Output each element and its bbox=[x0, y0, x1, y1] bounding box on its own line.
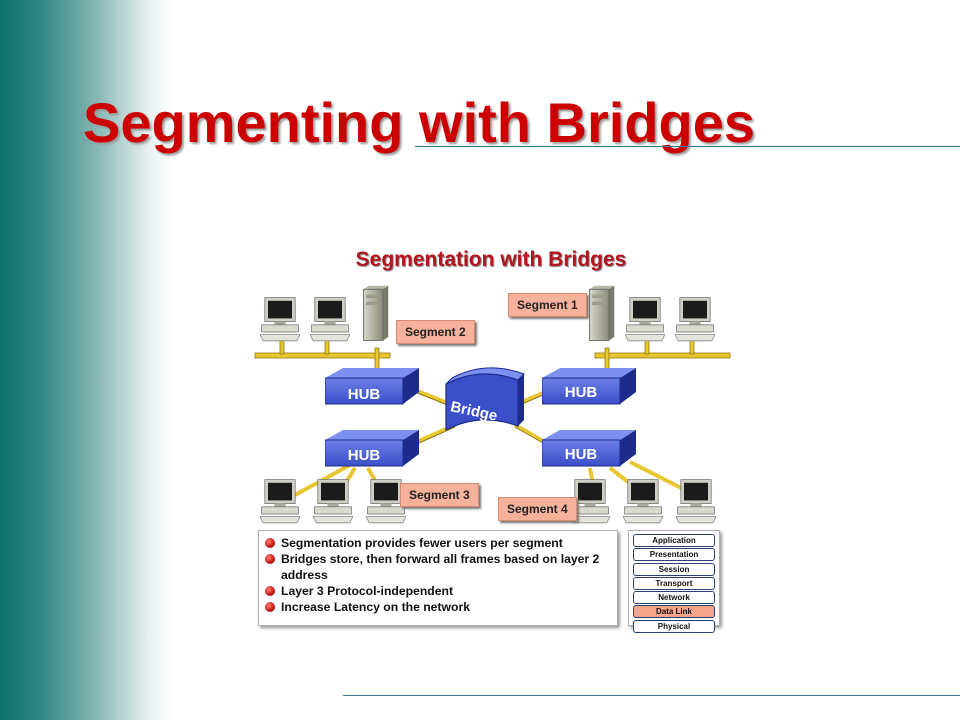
computer-icon bbox=[310, 297, 350, 342]
bullet-list-panel: Segmentation provides fewer users per se… bbox=[258, 530, 618, 626]
computer-icon bbox=[625, 297, 665, 342]
computer-icon bbox=[260, 297, 300, 342]
bridge-icon bbox=[445, 367, 525, 431]
computer-icon bbox=[676, 479, 716, 524]
network-diagram: HUB HUB HUB HUB Bridge bbox=[254, 285, 731, 524]
hub-label: HUB bbox=[565, 446, 598, 463]
segment-1-cabling bbox=[594, 339, 731, 381]
list-item: Segmentation provides fewer users per se… bbox=[265, 535, 611, 551]
segment-1-label: Segment 1 bbox=[508, 293, 587, 317]
server-icon bbox=[363, 285, 389, 341]
list-item: Bridges store, then forward all frames b… bbox=[265, 551, 611, 583]
computer-icon bbox=[623, 479, 663, 524]
hub-label: HUB bbox=[348, 386, 381, 403]
osi-layer-network: Network bbox=[633, 591, 715, 605]
computer-icon bbox=[260, 479, 300, 524]
bullet-icon bbox=[265, 586, 275, 596]
bridge-segmentation-figure: HUB HUB HUB HUB Bridge Segmentation with… bbox=[250, 240, 740, 633]
segment-4-label: Segment 4 bbox=[498, 497, 577, 521]
bullet-icon bbox=[265, 554, 275, 564]
osi-model-stack: Application Presentation Session Transpo… bbox=[628, 530, 720, 633]
hub-label: HUB bbox=[565, 384, 598, 401]
title-rule bbox=[415, 146, 960, 147]
figure-title: Segmentation with Bridges bbox=[355, 248, 627, 271]
bullet-icon bbox=[265, 602, 275, 612]
side-gradient-bar bbox=[0, 0, 175, 720]
osi-layer-transport: Transport bbox=[633, 576, 715, 590]
osi-layer-presentation: Presentation bbox=[633, 548, 715, 562]
list-item: Increase Latency on the network bbox=[265, 599, 611, 615]
server-icon bbox=[589, 285, 615, 341]
computer-icon bbox=[313, 479, 353, 524]
hub-label: HUB bbox=[348, 447, 381, 464]
slide-title: Segmenting with Bridges bbox=[83, 91, 756, 154]
bullet-icon bbox=[265, 538, 275, 548]
computer-icon bbox=[675, 297, 715, 342]
segment-2-label: Segment 2 bbox=[396, 320, 475, 344]
osi-layer-session: Session bbox=[633, 562, 715, 576]
segment-3-label: Segment 3 bbox=[400, 483, 479, 507]
footer-rule bbox=[343, 695, 960, 696]
osi-layer-application: Application bbox=[633, 534, 715, 547]
list-item: Layer 3 Protocol-independent bbox=[265, 583, 611, 599]
osi-layer-physical: Physical bbox=[633, 619, 715, 633]
segment-2-cabling bbox=[254, 339, 391, 383]
osi-layer-data-link: Data Link bbox=[633, 605, 715, 619]
